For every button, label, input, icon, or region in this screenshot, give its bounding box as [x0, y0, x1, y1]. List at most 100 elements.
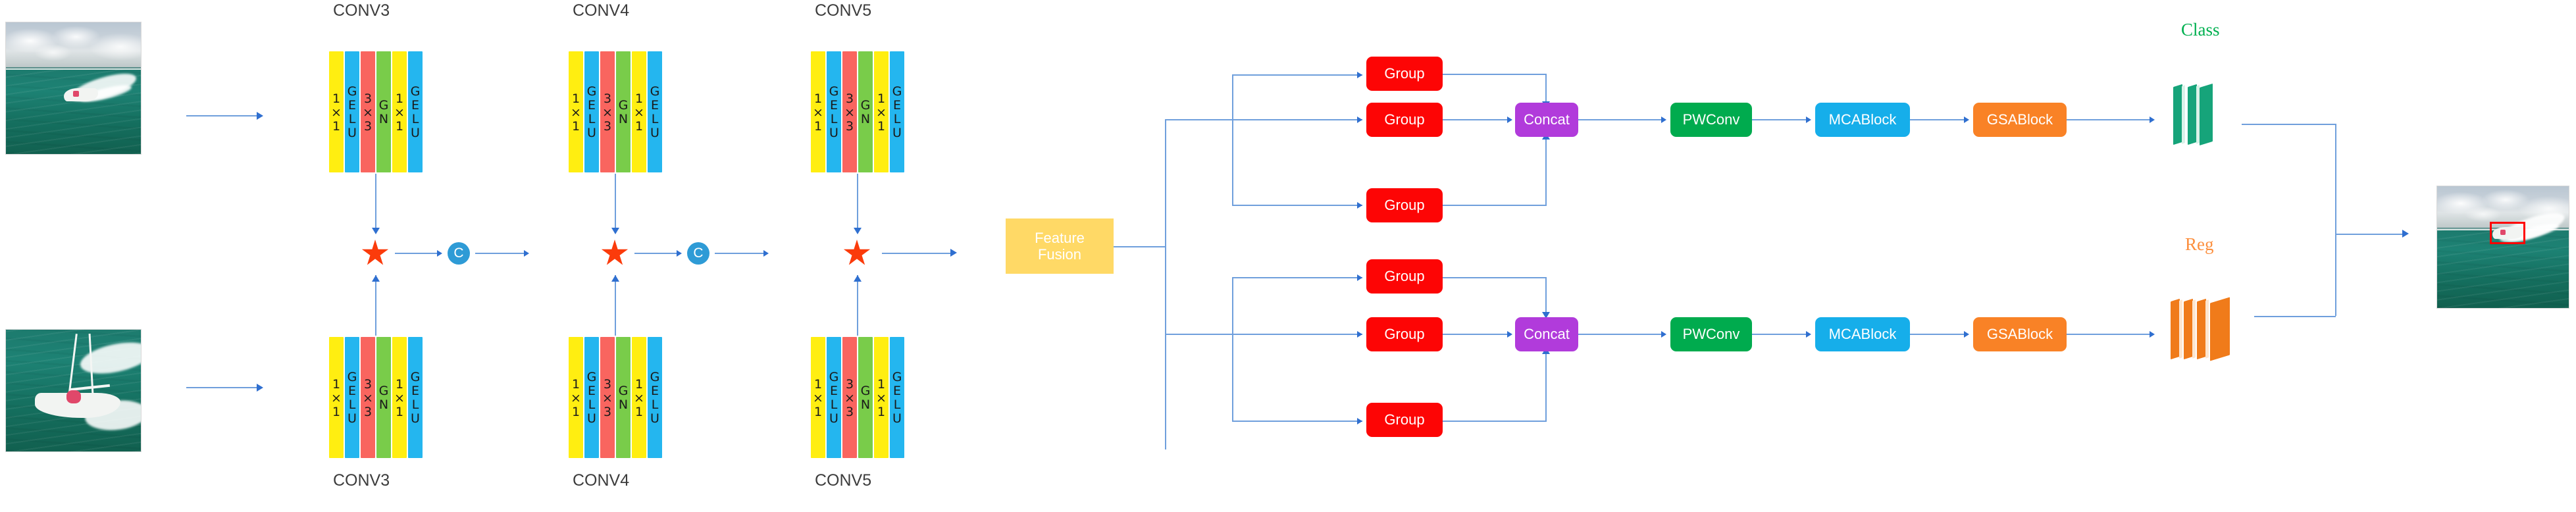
feature-fusion-block[interactable]: Feature Fusion — [1006, 218, 1114, 274]
conv-layer-1x1: 1×1 — [811, 51, 825, 172]
conv-layer-gelu: GELU — [345, 337, 359, 458]
conv-layer-gn: GN — [858, 51, 873, 172]
class-slab-1-edge — [2182, 85, 2185, 144]
arrow-head-concat-circle-1-to-star2 — [524, 250, 529, 257]
line-conv4-bottom-to-star2 — [615, 275, 616, 336]
arrow-head-top-concat-to-pwconv — [1661, 116, 1666, 123]
arrow-head-merge-to-output — [2402, 230, 2409, 238]
arrow-head-bottom-pwconv-to-mcablock — [1806, 331, 1811, 338]
line-top-concat-to-pwconv — [1578, 119, 1662, 120]
line-bottom-concat-merge-upper — [1545, 277, 1547, 317]
conv-layer-3x3: 3×3 — [600, 51, 615, 172]
arrow-head-bottom-mcablock-to-gsablock — [1964, 331, 1969, 338]
group-block-top-1[interactable]: Group — [1366, 57, 1443, 91]
mcablock-block-top[interactable]: MCABlock — [1815, 103, 1910, 137]
conv-stack-bottom-conv4: 1×1 GELU 3×3 GN 1×1 GELU — [569, 337, 663, 458]
line-heads-merge-vertical — [2335, 124, 2336, 316]
gsablock-block-top[interactable]: GSABlock — [1973, 103, 2067, 137]
arrow-head-bottom-group-2 — [1357, 331, 1362, 338]
line-top-concat-merge-lower — [1545, 135, 1547, 205]
group-block-top-3[interactable]: Group — [1366, 188, 1443, 222]
reg-head-slabs — [2171, 297, 2243, 361]
conv-stack-top-conv4: 1×1 GELU 3×3 GN 1×1 GELU — [569, 51, 663, 172]
line-top-group-3-out — [1443, 205, 1547, 206]
arrow-head-bottom-concat-top — [1542, 312, 1550, 319]
arrow-head-conv5-top-to-star3 — [854, 228, 862, 234]
input-template-image — [5, 22, 142, 155]
class-slab-3 — [2200, 83, 2213, 146]
conv-stage-label-bottom-2: CONV5 — [815, 471, 872, 490]
conv-layer-gn: GN — [616, 51, 631, 172]
reg-slab-4 — [2210, 297, 2230, 361]
line-branch-bottom-to-group-3 — [1232, 421, 1362, 422]
group-block-bottom-1[interactable]: Group — [1366, 259, 1443, 294]
conv-layer-1x1: 1×1 — [329, 51, 344, 172]
conv-layer-gelu-b: GELU — [408, 337, 423, 458]
conv-layer-gelu: GELU — [827, 51, 841, 172]
conv-layer-1x1: 1×1 — [329, 337, 344, 458]
conv-layer-3x3: 3×3 — [361, 51, 375, 172]
conv-layer-1x1-b: 1×1 — [392, 337, 407, 458]
line-top-group-2-to-concat — [1443, 119, 1508, 120]
class-head-label: Class — [2181, 20, 2220, 39]
concat-block-bottom[interactable]: Concat — [1515, 317, 1578, 351]
arrow-head-conv3-top-to-star1 — [372, 228, 380, 234]
line-bottom-group-3-out — [1443, 421, 1547, 422]
conv-stage-label-bottom-1: CONV4 — [573, 471, 630, 490]
pwconv-block-top[interactable]: PWConv — [1670, 103, 1752, 137]
conv-stack-bottom-conv3: 1×1 GELU 3×3 GN 1×1 GELU — [329, 337, 424, 458]
line-bottom-group-2-to-concat — [1443, 334, 1508, 335]
conv-layer-gn: GN — [858, 337, 873, 458]
group-block-bottom-2[interactable]: Group — [1366, 317, 1443, 351]
conv-stage-label-top-0: CONV3 — [333, 1, 390, 20]
conv-layer-1x1-b: 1×1 — [392, 51, 407, 172]
conv-layer-gelu: GELU — [827, 337, 841, 458]
group-block-bottom-3[interactable]: Group — [1366, 403, 1443, 437]
line-reg-head-to-merge — [2254, 316, 2336, 317]
concat-block-top[interactable]: Concat — [1515, 103, 1578, 137]
group-block-top-2[interactable]: Group — [1366, 103, 1443, 137]
line-branch-top-to-group-1 — [1232, 74, 1362, 76]
line-class-head-to-merge — [2242, 124, 2336, 125]
conv-layer-1x1-b: 1×1 — [874, 51, 889, 172]
line-branch-top-to-group-3 — [1232, 205, 1362, 206]
line-branch-top-fanout-vertical — [1232, 74, 1233, 206]
line-star2-to-concat-circle-2 — [634, 253, 677, 254]
conv-layer-gelu-b: GELU — [890, 51, 904, 172]
feature-fusion-label-line1: Feature — [1035, 229, 1085, 246]
conv-layer-1x1-b: 1×1 — [632, 337, 646, 458]
arrow-head-top-mcablock-to-gsablock — [1964, 116, 1969, 123]
pwconv-block-bottom[interactable]: PWConv — [1670, 317, 1752, 351]
reg-head-label: Reg — [2185, 234, 2214, 254]
conv-layer-gn: GN — [616, 337, 631, 458]
mcablock-block-bottom[interactable]: MCABlock — [1815, 317, 1910, 351]
arrow-head-conv3-bottom-to-star1 — [372, 275, 380, 282]
conv-layer-1x1: 1×1 — [569, 337, 583, 458]
arrow-head-bottom-group-2-to-concat — [1507, 331, 1512, 338]
reg-slab-3-edge — [2205, 299, 2209, 359]
arrow-head-top-group-3 — [1357, 202, 1362, 209]
line-top-pwconv-to-mcablock — [1752, 119, 1807, 120]
line-conv3-bottom-to-star1 — [375, 275, 376, 336]
arrow-head-top-group-2 — [1357, 116, 1362, 123]
arrow-head-bottom-concat-to-pwconv — [1661, 331, 1666, 338]
conv-stack-top-conv3: 1×1 GELU 3×3 GN 1×1 GELU — [329, 51, 424, 172]
line-star1-to-concat-circle-1 — [395, 253, 438, 254]
gsablock-block-bottom[interactable]: GSABlock — [1973, 317, 2067, 351]
line-fusion-split-vertical — [1165, 119, 1166, 449]
output-detection-image — [2436, 186, 2569, 309]
line-bottom-pwconv-to-mcablock — [1752, 334, 1807, 335]
boat-hull — [64, 88, 98, 101]
line-branch-bottom-fanout-vertical — [1232, 277, 1233, 422]
conv-stack-top-conv5: 1×1 GELU 3×3 GN 1×1 GELU — [811, 51, 906, 172]
conv-layer-3x3: 3×3 — [842, 51, 857, 172]
arrow-head-star2-to-concat-circle-2 — [677, 250, 682, 257]
arrow-head-top-group-2-to-concat — [1507, 116, 1512, 123]
boat-red-marker — [66, 390, 81, 403]
clouds — [6, 25, 141, 64]
conv-layer-gelu-b: GELU — [408, 51, 423, 172]
conv-stage-label-top-1: CONV4 — [573, 1, 630, 20]
line-fusion-out — [1114, 246, 1166, 247]
conv-layer-gelu: GELU — [345, 51, 359, 172]
